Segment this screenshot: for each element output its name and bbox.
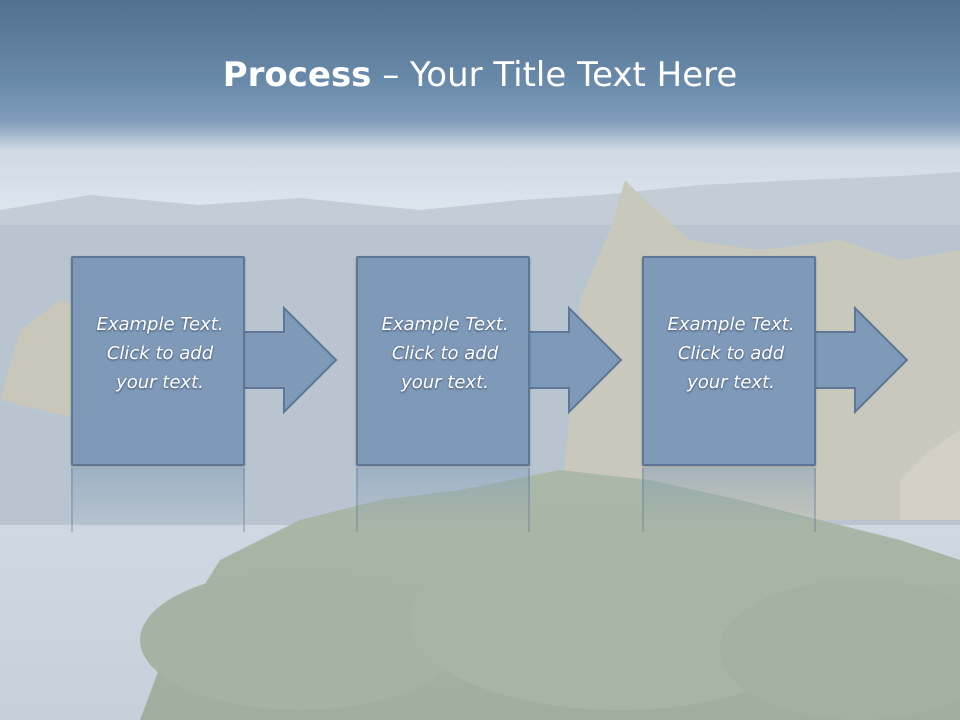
step-3-reflection (642, 468, 816, 532)
arrow-right-icon (243, 305, 338, 415)
title-regular-part: – Your Title Text Here (371, 55, 738, 95)
step-1-reflection (71, 468, 245, 532)
process-step-2[interactable]: Example Text. Click to add your text. (356, 256, 530, 466)
title-band (0, 0, 960, 150)
title-bold-part: Process (222, 55, 372, 95)
process-step-3[interactable]: Example Text. Click to add your text. (642, 256, 816, 466)
process-step-1[interactable]: Example Text. Click to add your text. (71, 256, 245, 466)
arrow-right-icon (814, 305, 909, 415)
step-2-reflection (356, 468, 530, 532)
step-3-text[interactable]: Example Text. Click to add your text. (667, 314, 795, 393)
step-1-text[interactable]: Example Text. Click to add your text. (96, 314, 224, 393)
arrow-right-icon (528, 305, 623, 415)
slide-title[interactable]: Process – Your Title Text Here (0, 52, 960, 98)
step-2-text[interactable]: Example Text. Click to add your text. (381, 314, 509, 393)
